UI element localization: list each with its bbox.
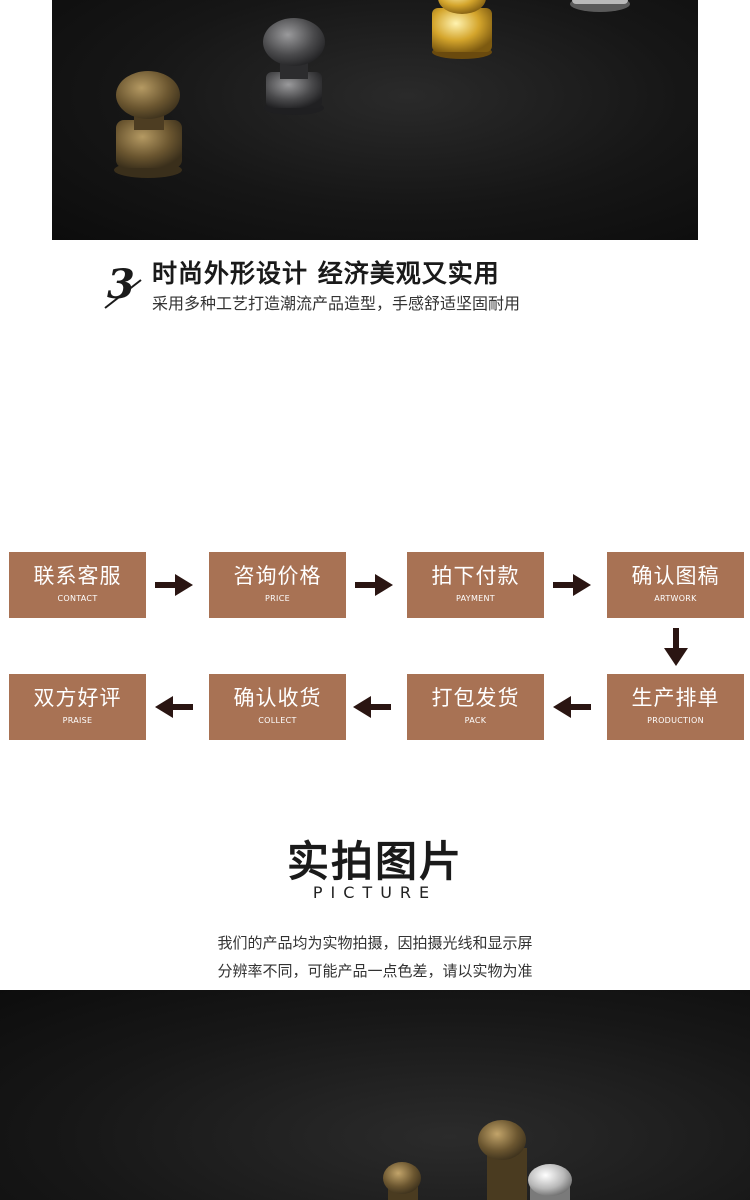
arrow-right-icon	[355, 574, 393, 596]
silver-stud	[570, 0, 630, 12]
product-photo-top	[52, 0, 698, 240]
step-label: 咨询价格	[233, 564, 322, 588]
step-label: 双方好评	[33, 686, 122, 710]
product-photo-art	[383, 1120, 572, 1200]
step-price: 咨询价格 PRICE	[209, 552, 346, 618]
arrow-right-icon	[155, 574, 193, 596]
step-label-en: PAYMENT	[456, 594, 495, 603]
step-label-en: CONTACT	[57, 594, 98, 603]
bronze-stud	[383, 1162, 421, 1200]
silver-stud	[528, 1164, 572, 1200]
step-label: 生产排单	[631, 686, 720, 710]
step-label: 确认收货	[233, 686, 322, 710]
step-production: 生产排单 PRODUCTION	[607, 674, 744, 740]
bronze-stud	[478, 1120, 527, 1200]
step-label-en: PRICE	[265, 594, 290, 603]
description-line-1: 我们的产品均为实物拍摄，因拍摄光线和显示屏	[217, 934, 533, 952]
step-contact: 联系客服 CONTACT	[9, 552, 146, 618]
step-pack: 打包发货 PACK	[407, 674, 544, 740]
step-label: 联系客服	[33, 564, 122, 588]
step-label: 拍下付款	[431, 564, 520, 588]
description-line-2: 分辨率不同，可能产品一点色差，请以实物为准	[217, 962, 533, 980]
gold-stud	[432, 0, 492, 59]
step-label-en: PRODUCTION	[647, 716, 704, 725]
step-label-en: PACK	[464, 716, 487, 725]
product-photo-art	[114, 0, 630, 178]
section-subtitle: PICTURE	[312, 883, 438, 902]
step-label: 打包发货	[431, 686, 520, 710]
feature-subtitle: 采用多种工艺打造潮流产品造型，手感舒适坚固耐用	[152, 294, 521, 313]
step-label: 确认图稿	[631, 564, 720, 588]
product-photo-bottom	[0, 990, 750, 1200]
step-label-en: ARTWORK	[654, 594, 697, 603]
step-payment: 拍下付款 PAYMENT	[407, 552, 544, 618]
arrow-left-icon	[553, 696, 591, 718]
step-praise: 双方好评 PRAISE	[9, 674, 146, 740]
feature-number-3-icon: 3	[104, 261, 142, 309]
arrow-down-icon	[664, 628, 688, 666]
feature-title: 时尚外形设计 经济美观又实用	[152, 259, 500, 288]
step-label-en: PRAISE	[62, 716, 93, 725]
section-title: 实拍图片	[286, 837, 463, 886]
arrow-right-icon	[553, 574, 591, 596]
arrow-left-icon	[353, 696, 391, 718]
step-artwork: 确认图稿 ARTWORK	[607, 552, 744, 618]
step-collect: 确认收货 COLLECT	[209, 674, 346, 740]
bronze-stud	[114, 71, 182, 178]
arrow-left-icon	[155, 696, 193, 718]
gunmetal-stud	[263, 18, 325, 115]
step-label-en: COLLECT	[258, 716, 297, 725]
svg-text:3: 3	[107, 261, 135, 308]
